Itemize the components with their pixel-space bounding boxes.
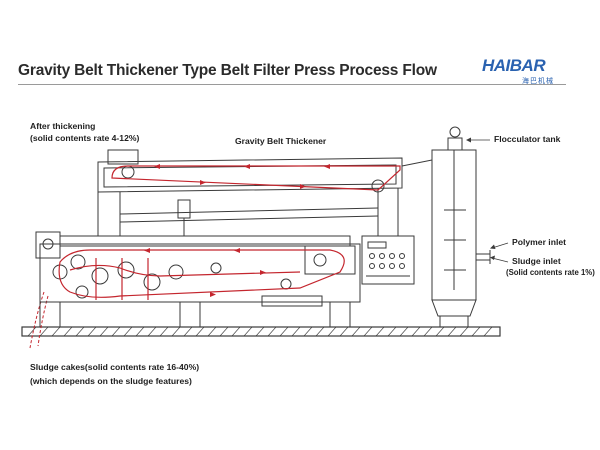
label-sludge-cakes-note: (which depends on the sludge features) [30,376,192,386]
label-flocculator-tank: Flocculator tank [494,134,561,144]
label-after-thickening-rate: (solid contents rate 4-12%) [30,133,140,143]
page-title: Gravity Belt Thickener Type Belt Filter … [18,62,437,79]
label-sludge-inlet: Sludge inlet [512,256,561,266]
control-panel [361,235,415,285]
label-polymer-inlet: Polymer inlet [512,237,566,247]
belt-direction-arrows [144,164,330,297]
label-sludge-cakes: Sludge cakes(solid contents rate 16-40%) [30,362,200,372]
sludge-cake-discharge [29,291,49,349]
title-underline [18,84,566,85]
filter-belt-path [58,165,401,300]
label-pointers [466,137,509,263]
belt-press-frame [35,231,361,327]
gravity-belt-thickener-unit [97,149,403,236]
logo-wordmark: HAIBAR [482,56,546,75]
label-after-thickening: After thickening [30,121,96,131]
label-sludge-inlet-rate: (Solid contents rate 1%) [506,268,595,277]
flocculator-tank [401,126,491,327]
logo-subtext: 海巴机械 [522,78,554,85]
press-rollers [52,253,327,299]
haibar-logo: HAIBAR 海巴机械 [482,56,572,90]
ground-base [21,326,501,337]
label-gravity-belt-thickener: Gravity Belt Thickener [235,136,327,146]
